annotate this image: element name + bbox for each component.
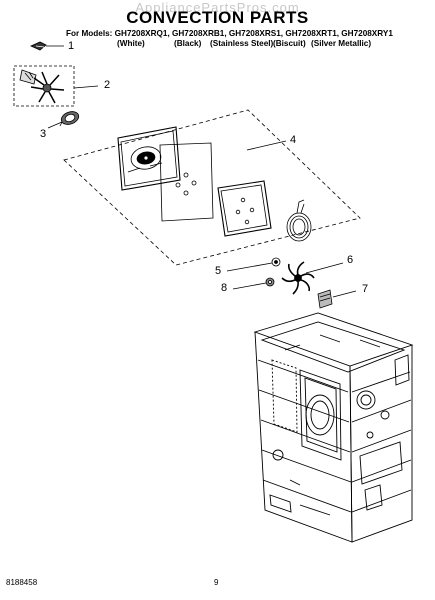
page-title: CONVECTION PARTS: [126, 8, 309, 27]
variant-silver: (Silver Metallic): [311, 39, 372, 48]
callout-7: 7: [362, 283, 369, 295]
watermark: AppliancePartsPros.com: [135, 0, 300, 15]
callout-2: 2: [104, 79, 111, 91]
part-6-fan: [281, 261, 344, 295]
variant-white: (White): [117, 39, 145, 48]
variant-biscuit: (Biscuit): [273, 39, 306, 48]
callout-4: 4: [290, 134, 297, 146]
part-3-motor: [47, 111, 80, 129]
part-8-nut: [232, 277, 275, 290]
page-number: 9: [214, 578, 219, 587]
variant-stainless: (Stainless Steel): [210, 39, 274, 48]
models-line: For Models: GH7208XRQ1, GH7208XRB1, GH72…: [66, 29, 393, 38]
document-number: 8188458: [6, 578, 38, 587]
callout-5: 5: [215, 265, 222, 277]
callout-3: 3: [40, 128, 47, 140]
variant-black: (Black): [174, 39, 202, 48]
callout-1: 1: [68, 40, 75, 52]
callout-8: 8: [221, 282, 228, 294]
oven-cavity-frame: [253, 312, 414, 543]
part-4-convection-assembly: [63, 109, 361, 266]
part-5-washer: [226, 257, 281, 272]
part-7-bracket: [317, 289, 357, 309]
variants-line: (White) (Black) (Stainless Steel) (Biscu…: [0, 39, 435, 51]
part-2-fan-blade: [13, 65, 99, 107]
part-1-screw: [30, 41, 64, 51]
callout-6: 6: [347, 254, 354, 266]
